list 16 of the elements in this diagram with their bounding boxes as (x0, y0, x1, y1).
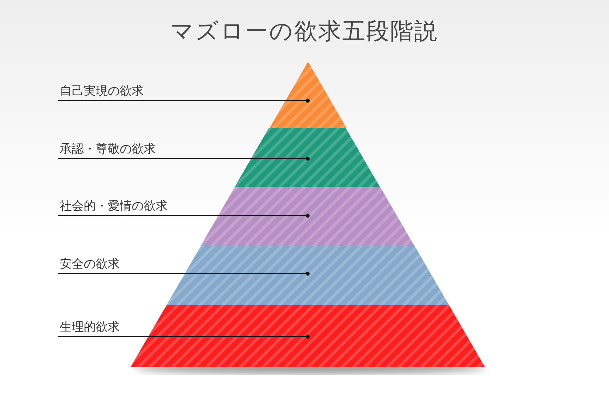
layer-label: 安全の欲求 (59, 257, 120, 271)
leader-line (58, 157, 310, 161)
layer-label: 社会的・愛情の欲求 (59, 199, 168, 213)
layer-label: 承認・尊敬の欲求 (59, 142, 156, 156)
layer-label: 生理的欲求 (59, 320, 120, 334)
pyramid-layer (235, 128, 381, 187)
leader-line (58, 99, 310, 103)
pyramid-layer (201, 187, 415, 246)
leader-line (58, 214, 310, 218)
layer-label: 自己実現の欲求 (59, 84, 144, 98)
leader-line (58, 335, 310, 339)
leader-line (58, 272, 310, 276)
pyramid-layer (131, 305, 485, 367)
pyramid-layer (270, 62, 346, 128)
title: マズローの欲求五段階説 (170, 18, 440, 47)
pyramid-layer (166, 246, 449, 305)
